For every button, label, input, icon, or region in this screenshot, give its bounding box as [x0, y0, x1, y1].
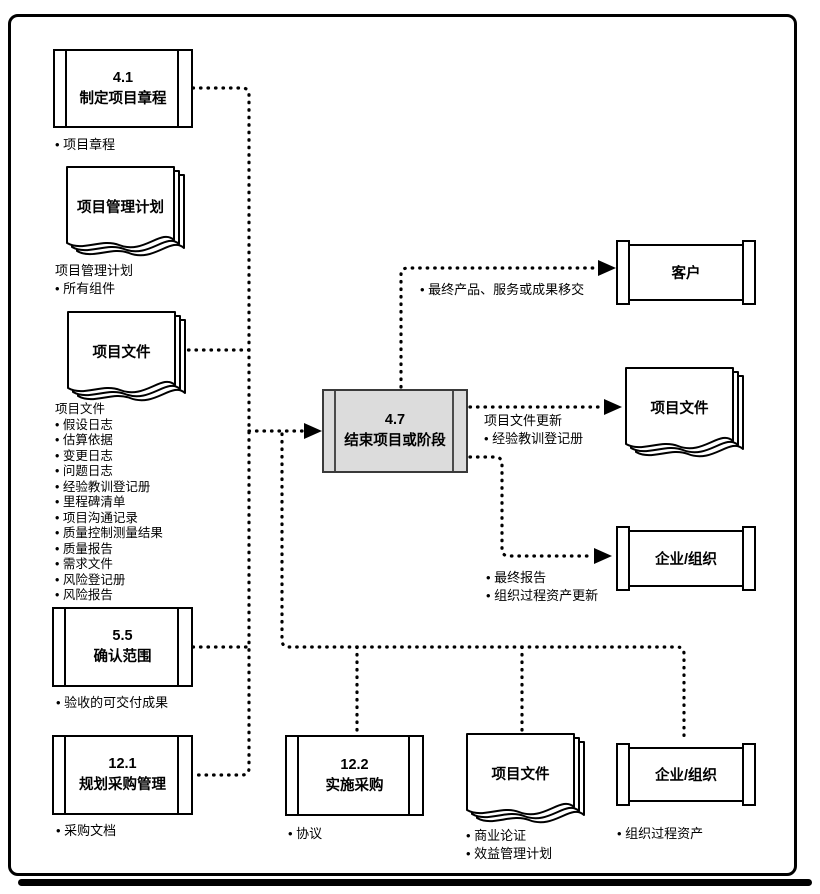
- process-name: 制定项目章程: [79, 90, 167, 107]
- entity-end-cap: [742, 526, 756, 591]
- process-side-bar: [64, 609, 66, 685]
- caption-line: • 需求文件: [55, 557, 113, 571]
- caption-line: • 最终报告: [486, 570, 547, 585]
- process-name: 规划采购管理: [79, 777, 166, 793]
- caption-line: • 所有组件: [55, 281, 116, 296]
- entity-end-cap: [742, 743, 756, 806]
- flow-bottom-trunk: [280, 432, 686, 742]
- document-proj-docs-bottom: 项目文件: [466, 733, 588, 840]
- process-box-4-7-close-project: 4.7 结束项目或阶段: [322, 389, 468, 473]
- caption-org-bottom-input: • 组织过程资产: [617, 826, 704, 841]
- caption-line: • 假设日志: [55, 417, 113, 432]
- caption-line: • 风险登记册: [55, 572, 126, 587]
- caption-p122-output: • 协议: [288, 826, 323, 841]
- entity-end-cap: [742, 240, 756, 305]
- document-shape: [67, 311, 186, 402]
- process-title: 4.1 制定项目章程: [55, 51, 191, 126]
- process-name: 结束项目或阶段: [344, 433, 446, 449]
- caption-line: • 质量控制测量结果: [55, 526, 163, 540]
- document-shape: [625, 367, 744, 458]
- process-side-bar: [408, 737, 410, 814]
- document-title: 项目文件: [650, 401, 709, 417]
- entity-org-bottom: 企业/组织: [616, 743, 756, 806]
- process-side-bar: [177, 737, 179, 813]
- caption-line: • 经验教训登记册: [484, 431, 584, 446]
- caption-line: • 组织过程资产更新: [486, 588, 599, 603]
- process-side-bar: [65, 51, 67, 126]
- caption-line: • 项目沟通记录: [55, 510, 138, 525]
- flow-trunk-left: [191, 86, 251, 777]
- entity-body: [623, 244, 749, 301]
- diagram-border-frame: [8, 14, 797, 876]
- arrowhead-to-customer: [598, 260, 616, 276]
- entity-title: 企业/组织: [654, 552, 718, 568]
- entity-end-cap: [616, 526, 630, 591]
- arrowhead-to-projdocs-right: [604, 399, 622, 415]
- process-name: 确认范围: [93, 649, 152, 665]
- process-box-12-1: 12.1 规划采购管理: [52, 735, 193, 815]
- document-shape: [66, 166, 185, 257]
- document-title: 项目文件: [92, 345, 151, 361]
- process-code: 12.1: [108, 756, 137, 772]
- caption-p55-output: • 验收的可交付成果: [56, 695, 169, 710]
- caption-line: • 估算依据: [55, 433, 113, 447]
- caption-p41-output: • 项目章程: [55, 137, 116, 152]
- process-code: 4.7: [384, 412, 406, 428]
- entity-title: 企业/组织: [654, 768, 718, 784]
- caption-line: • 效益管理计划: [466, 846, 553, 861]
- arrowhead-to-org-right: [594, 548, 612, 564]
- caption-p121-output: • 采购文档: [56, 823, 117, 838]
- process-box-5-5: 5.5 确认范围: [52, 607, 193, 687]
- document-title: 项目文件: [491, 767, 550, 783]
- caption-line: 项目管理计划: [55, 263, 134, 278]
- caption-to-customer: • 最终产品、服务或成果移交: [420, 282, 585, 297]
- process-side-bar: [334, 391, 336, 471]
- arrowhead-into-p47: [304, 423, 322, 439]
- caption-proj-docs-list: 项目文件 • 假设日志 • 估算依据 • 变更日志 • 问题日志 • 经验教训登…: [55, 402, 163, 604]
- process-name: 实施采购: [325, 777, 384, 794]
- caption-line: • 质量报告: [55, 541, 113, 556]
- document-title: 项目管理计划: [77, 200, 164, 216]
- caption-line: • 里程碑清单: [55, 495, 126, 509]
- process-title: 12.1 规划采购管理: [54, 737, 191, 813]
- entity-org-right: 企业/组织: [616, 526, 756, 591]
- entity-end-cap: [616, 743, 630, 806]
- caption-proj-docs-bottom: • 商业论证 • 效益管理计划: [466, 827, 552, 863]
- caption-to-proj-docs: 项目文件更新 • 经验教训登记册: [484, 412, 583, 448]
- process-side-bar: [452, 391, 454, 471]
- document-shape: [466, 733, 585, 824]
- entity-title: 客户: [671, 266, 701, 282]
- document-pm-plan: 项目管理计划: [66, 166, 188, 273]
- flow-p47-to-org-right: [468, 455, 594, 558]
- caption-pm-plan-outputs: 项目管理计划 • 所有组件: [55, 262, 133, 298]
- caption-line: • 问题日志: [55, 464, 113, 478]
- caption-to-org-right: • 最终报告 • 组织过程资产更新: [486, 569, 598, 605]
- process-code: 5.5: [112, 628, 133, 644]
- caption-line: • 经验教训登记册: [55, 479, 151, 494]
- entity-body: [623, 747, 749, 802]
- document-proj-docs-right: 项目文件: [625, 367, 747, 474]
- caption-line: • 风险报告: [55, 588, 113, 602]
- process-code: 12.2: [340, 756, 369, 773]
- process-side-bar: [177, 51, 179, 126]
- flow-p47-to-customer: [399, 266, 598, 389]
- entity-customer: 客户: [616, 240, 756, 305]
- process-side-bar: [297, 737, 299, 814]
- process-title: 5.5 确认范围: [54, 609, 191, 685]
- caption-line: • 变更日志: [55, 448, 113, 463]
- process-title: 12.2 实施采购: [287, 737, 422, 814]
- process-code: 4.1: [112, 69, 134, 86]
- caption-line: • 商业论证: [466, 828, 527, 843]
- entity-end-cap: [616, 240, 630, 305]
- diagram-frame-shadow: [18, 879, 812, 886]
- process-box-4-1: 4.1 制定项目章程: [53, 49, 193, 128]
- process-title: 4.7 结束项目或阶段: [324, 391, 466, 471]
- document-proj-docs-left: 项目文件: [67, 311, 189, 418]
- caption-line: 项目文件: [55, 402, 106, 416]
- process-side-bar: [64, 737, 66, 813]
- caption-line: 项目文件更新: [484, 413, 563, 428]
- process-side-bar: [177, 609, 179, 685]
- process-box-12-2: 12.2 实施采购: [285, 735, 424, 816]
